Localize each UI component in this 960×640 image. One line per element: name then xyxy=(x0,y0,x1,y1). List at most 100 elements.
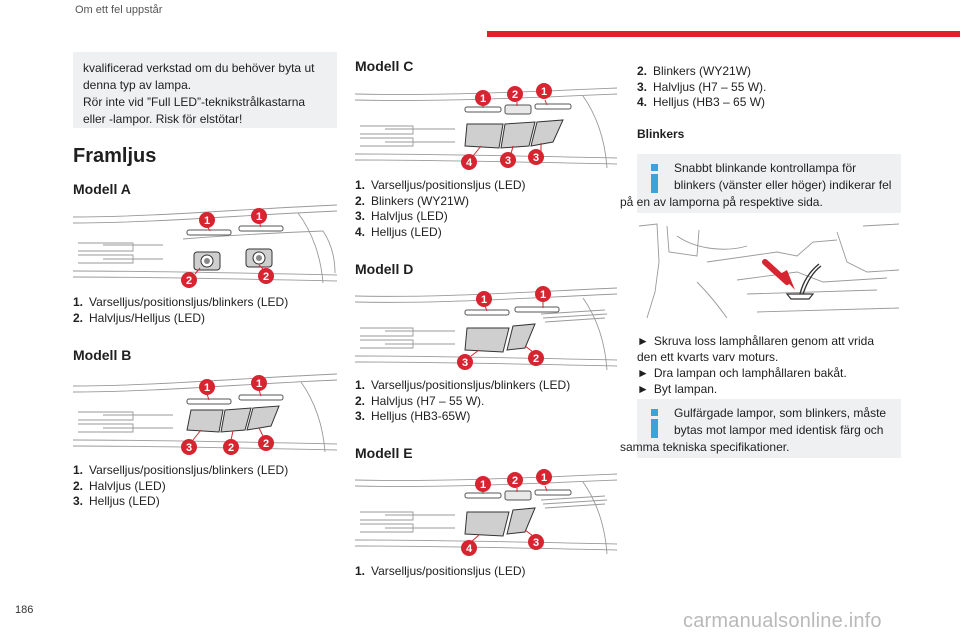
blinkers-title: Blinkers xyxy=(637,127,685,141)
model-d-title: Modell D xyxy=(355,261,414,277)
callout-3: 3 xyxy=(528,534,544,550)
svg-text:3: 3 xyxy=(462,357,468,369)
list-item: 2.Blinkers (WY21W) xyxy=(355,193,470,208)
svg-text:1: 1 xyxy=(481,294,487,306)
model-d-figure: 1 1 3 2 xyxy=(355,286,617,371)
list-item: 2.Halvljus (H7 – 55 W). xyxy=(355,393,485,408)
svg-text:2: 2 xyxy=(228,442,234,454)
model-b-figure: 1 1 3 2 2 xyxy=(73,373,337,455)
header-accent-bar xyxy=(487,31,960,37)
model-b-title: Modell B xyxy=(73,347,132,363)
svg-text:2: 2 xyxy=(512,475,518,487)
callout-4: 4 xyxy=(461,540,477,556)
svg-text:3: 3 xyxy=(186,442,192,454)
callout-3: 3 xyxy=(500,152,516,168)
step-2: ►Dra lampan och lamphållaren bakåt. xyxy=(637,366,847,380)
svg-text:1: 1 xyxy=(541,86,547,98)
blinkers-info-note: Snabbt blinkande kontrollampa för blinke… xyxy=(620,154,901,213)
list-item: 3.Helljus (HB3-65W) xyxy=(355,409,471,423)
model-d-list: 1.Varselljus/positionsljus/blinkers (LED… xyxy=(355,378,570,425)
svg-text:2: 2 xyxy=(512,89,518,101)
info-line: samma tekniska specifikationer. xyxy=(620,440,790,454)
info-icon xyxy=(649,164,660,194)
svg-text:2: 2 xyxy=(533,353,539,365)
note-line: Rör inte vid ”Full LED”-teknikstrålkasta… xyxy=(83,95,306,109)
callout-3: 3 xyxy=(181,439,197,455)
svg-text:1: 1 xyxy=(204,215,210,227)
info-line: på en av lamporna på respektive sida. xyxy=(620,195,823,209)
model-b-list: 1.Varselljus/positionsljus/blinkers (LED… xyxy=(73,463,288,510)
list-item: 2.Halvljus (LED) xyxy=(73,478,166,493)
list-item: 3.Helljus (LED) xyxy=(73,494,160,508)
page-number: 186 xyxy=(15,604,34,616)
model-c-figure: 1 2 1 4 3 3 xyxy=(355,83,617,170)
model-e-figure: 1 2 1 4 3 xyxy=(355,469,617,556)
callout-1: 1 xyxy=(251,375,267,391)
list-item: 2.Blinkers (WY21W) xyxy=(637,64,752,78)
list-item: 1.Varselljus/positionsljus (LED) xyxy=(355,178,526,192)
svg-text:1: 1 xyxy=(256,378,262,390)
list-item: 1.Varselljus/positionsljus/blinkers (LED… xyxy=(73,295,289,309)
svg-text:1: 1 xyxy=(204,382,210,394)
svg-text:1: 1 xyxy=(256,211,262,223)
svg-text:3: 3 xyxy=(505,155,511,167)
note-line: kvalificerad verkstad om du behöver byta… xyxy=(83,61,315,75)
callout-2: 2 xyxy=(181,272,197,288)
list-item: 4.Helljus (HB3 – 65 W) xyxy=(637,95,766,109)
callout-1: 1 xyxy=(535,286,551,302)
note-line: eller -lampor. Risk för elstötar! xyxy=(83,112,243,126)
list-item: 3.Halvljus (LED) xyxy=(355,209,448,223)
svg-text:3: 3 xyxy=(533,152,539,164)
note-line: denna typ av lampa. xyxy=(83,78,192,92)
info-line: Snabbt blinkande kontrollampa för xyxy=(674,161,857,175)
callout-2: 2 xyxy=(507,472,523,488)
bulb-color-info-note: Gulfärgade lampor, som blinkers, måste b… xyxy=(620,399,901,458)
list-item: 1.Varselljus/positionsljus (LED) xyxy=(355,564,526,578)
callout-4: 4 xyxy=(461,154,477,170)
callout-1: 1 xyxy=(475,90,491,106)
svg-text:4: 4 xyxy=(466,543,473,555)
callout-1: 1 xyxy=(199,379,215,395)
list-item: 2.Halvljus/Helljus (LED) xyxy=(73,310,206,325)
callout-2: 2 xyxy=(223,439,239,455)
list-item: 4.Helljus (LED) xyxy=(355,224,442,239)
info-line: Gulfärgade lampor, som blinkers, måste xyxy=(674,406,887,420)
svg-text:1: 1 xyxy=(541,472,547,484)
list-item: 3.Halvljus (H7 – 55 W). xyxy=(637,79,767,94)
svg-text:3: 3 xyxy=(533,537,539,549)
step-3: ►Byt lampan. xyxy=(637,382,718,396)
model-a-list: 1.Varselljus/positionsljus/blinkers (LED… xyxy=(73,295,288,326)
bulb-holder-figure xyxy=(638,223,899,319)
svg-text:1: 1 xyxy=(480,93,486,105)
info-icon xyxy=(649,409,660,439)
callout-3: 3 xyxy=(528,149,544,165)
svg-text:1: 1 xyxy=(480,479,486,491)
running-header: Om ett fel uppstår xyxy=(75,4,163,16)
model-a-figure: 1 1 2 2 xyxy=(73,204,337,288)
callout-1: 1 xyxy=(536,469,552,485)
list-item: 1.Varselljus/positionsljus/blinkers (LED… xyxy=(355,378,571,392)
info-line: bytas mot lampor med identisk färg och xyxy=(674,423,884,437)
callout-1: 1 xyxy=(199,212,215,228)
svg-text:2: 2 xyxy=(186,275,192,287)
callout-2: 2 xyxy=(528,350,544,366)
svg-text:1: 1 xyxy=(540,289,546,301)
callout-1: 1 xyxy=(476,291,492,307)
list-item: 1.Varselljus/positionsljus/blinkers (LED… xyxy=(73,463,289,477)
callout-2: 2 xyxy=(258,435,274,451)
info-line: blinkers (vänster eller höger) indikerar… xyxy=(674,178,892,192)
model-e-list: 1.Varselljus/positionsljus (LED) xyxy=(355,564,526,580)
watermark: carmanualsonline.info xyxy=(683,610,882,632)
model-a-title: Modell A xyxy=(73,181,131,197)
model-c-list: 1.Varselljus/positionsljus (LED) 2.Blink… xyxy=(355,178,526,240)
callout-3: 3 xyxy=(457,354,473,370)
callout-1: 1 xyxy=(536,83,552,99)
svg-text:2: 2 xyxy=(263,271,269,283)
warning-note: kvalificerad verkstad om du behöver byta… xyxy=(73,52,337,128)
callout-1: 1 xyxy=(251,208,267,224)
callout-1: 1 xyxy=(475,476,491,492)
step-1: ►Skruva loss lamphållaren genom att vrid… xyxy=(637,334,874,364)
model-c-title: Modell C xyxy=(355,58,414,74)
callout-2: 2 xyxy=(258,268,274,284)
model-e-title: Modell E xyxy=(355,445,413,461)
